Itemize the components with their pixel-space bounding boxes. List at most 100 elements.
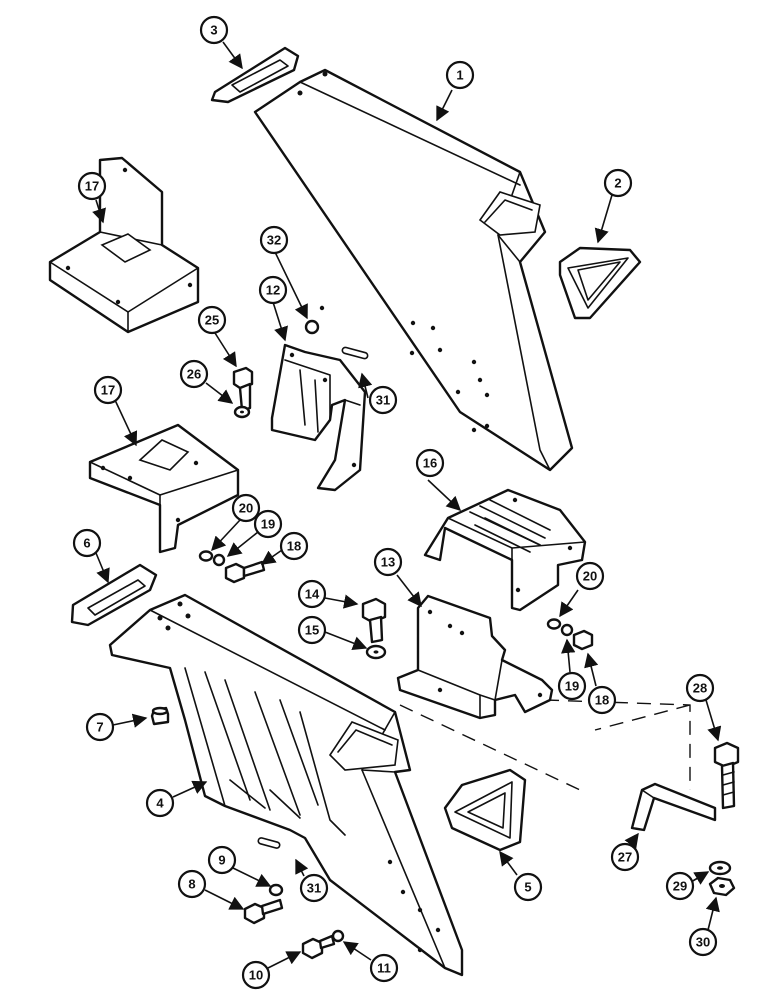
- callout-4-label: 4: [156, 796, 164, 811]
- upper-handle-grip: [210, 46, 300, 104]
- slotted-bracket: [423, 488, 587, 612]
- upper-lens: [558, 246, 642, 320]
- washer-19-right: [560, 623, 574, 637]
- callout-12-label: 12: [266, 283, 280, 298]
- callout-15-label: 15: [305, 623, 319, 638]
- callout-19-left-label: 19: [261, 517, 275, 532]
- lower-fender-panel: [108, 593, 464, 977]
- callout-13: 13: [373, 547, 403, 577]
- callout-32: 32: [259, 225, 289, 255]
- lower-mounting-bracket: [88, 423, 240, 554]
- callout-5-label: 5: [524, 880, 531, 895]
- callout-9-label: 9: [218, 853, 225, 868]
- callout-7: 7: [85, 712, 115, 742]
- callout-15: 15: [297, 615, 327, 645]
- washer-9: [268, 883, 284, 897]
- upper-support-bracket: [270, 343, 367, 492]
- washer-26: [233, 405, 251, 419]
- callout-19-left: 19: [253, 509, 283, 539]
- callout-31-lower: 31: [299, 873, 329, 903]
- callout-18-right-label: 18: [595, 693, 609, 708]
- bolt-18-left: [224, 560, 266, 584]
- callout-2: 2: [603, 168, 633, 198]
- callout-28: 28: [685, 673, 715, 703]
- callout-27: 27: [610, 842, 640, 872]
- callout-7-label: 7: [96, 720, 103, 735]
- callout-11: 11: [369, 953, 399, 983]
- callout-20-right: 20: [575, 561, 605, 591]
- callout-14-label: 14: [305, 587, 320, 602]
- upper-fender-panel: [253, 68, 574, 472]
- callout-29-label: 29: [673, 879, 687, 894]
- callout-31-upper-label: 31: [376, 393, 390, 408]
- callout-16-label: 16: [423, 456, 437, 471]
- callout-17-upper: 17: [77, 171, 107, 201]
- callout-14: 14: [297, 579, 327, 609]
- callout-1-label: 1: [456, 68, 463, 83]
- bent-bracket: [630, 782, 717, 832]
- upper-slot: [341, 346, 369, 360]
- callout-26: 26: [179, 359, 209, 389]
- callout-2-label: 2: [614, 176, 621, 191]
- callout-18-left-label: 18: [287, 539, 301, 554]
- callout-31-upper: 31: [368, 385, 398, 415]
- bolt-18-right: [572, 629, 594, 651]
- callout-19-right: 19: [557, 671, 587, 701]
- bolt-10: [301, 934, 336, 960]
- bolt-14: [361, 597, 387, 644]
- leader-lines: [92, 41, 722, 969]
- callout-32-label: 32: [267, 233, 281, 248]
- bolt-8: [243, 898, 284, 925]
- callout-1: 1: [445, 60, 475, 90]
- callout-3-label: 3: [210, 23, 217, 38]
- callout-29: 29: [665, 871, 695, 901]
- callout-8-label: 8: [188, 877, 195, 892]
- callout-3: 3: [199, 15, 229, 45]
- callout-18-left: 18: [279, 531, 309, 561]
- callout-18-right: 18: [587, 685, 617, 715]
- callout-16: 16: [415, 448, 445, 478]
- callout-25-label: 25: [205, 313, 219, 328]
- callout-6: 6: [72, 528, 102, 558]
- callout-20-right-label: 20: [583, 569, 597, 584]
- callout-25: 25: [197, 305, 227, 335]
- washer-20-right: [546, 618, 562, 630]
- callout-20-left: 20: [231, 493, 261, 523]
- callout-27-label: 27: [618, 850, 632, 865]
- callout-30: 30: [688, 927, 718, 957]
- washer-19-left: [212, 553, 226, 567]
- lower-support-bracket: [396, 594, 554, 720]
- washer-15: [365, 644, 387, 660]
- lower-handle-grip: [70, 563, 158, 627]
- plug-7: [150, 706, 170, 726]
- callout-19-right-label: 19: [565, 679, 579, 694]
- callout-17-upper-label: 17: [85, 179, 99, 194]
- nut-30: [708, 876, 736, 897]
- assembly-guide-lines: [399, 699, 691, 791]
- callout-13-label: 13: [381, 555, 395, 570]
- washer-29: [708, 860, 732, 876]
- callout-17-lower-label: 17: [101, 383, 115, 398]
- callout-26-label: 26: [187, 367, 201, 382]
- callout-10: 10: [241, 960, 271, 990]
- washer-11: [331, 929, 345, 943]
- callout-30-label: 30: [696, 935, 710, 950]
- callout-20-left-label: 20: [239, 501, 253, 516]
- upper-mounting-bracket: [48, 156, 200, 334]
- lower-slot: [257, 837, 281, 849]
- callout-9: 9: [207, 845, 237, 875]
- lower-lens: [443, 768, 527, 852]
- callout-17-lower: 17: [93, 375, 123, 405]
- washer-20-left: [198, 550, 214, 562]
- callout-12: 12: [258, 275, 288, 305]
- callout-5: 5: [513, 872, 543, 902]
- bolt-25: [232, 366, 254, 412]
- callout-4: 4: [145, 788, 175, 818]
- bolt-28: [713, 741, 740, 810]
- plug: [304, 319, 320, 335]
- callout-8: 8: [177, 869, 207, 899]
- callout-6-label: 6: [83, 536, 90, 551]
- callout-31-lower-label: 31: [307, 881, 321, 896]
- callout-10-label: 10: [249, 968, 263, 983]
